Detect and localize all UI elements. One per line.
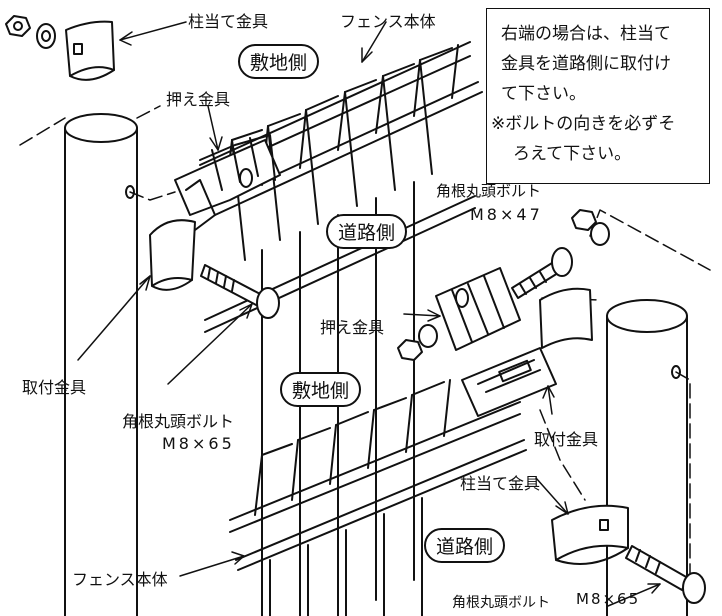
- label-fence-body-top: フェンス本体: [340, 12, 436, 31]
- note-line: ※ボルトの向きを必ずそ: [491, 114, 676, 134]
- mid-mounting-fitting: [461, 287, 593, 417]
- left-post: [64, 113, 138, 616]
- upper-bracket: [149, 134, 281, 291]
- label-fence-body-bottom: フェンス本体: [72, 570, 168, 589]
- right-post: [606, 299, 688, 616]
- label-site-side-top: 敷地側: [238, 44, 320, 79]
- note-line: 右端の場合は、柱当て: [501, 24, 671, 44]
- instruction-note: 右端の場合は、柱当て 金具を道路側に取付け て下さい。 ※ボルトの向きを必ずそ …: [486, 8, 710, 184]
- label-holding-fitting-mid: 押え金具: [320, 318, 385, 337]
- bottom-bolt-65: [625, 545, 706, 604]
- leader-arrows: [77, 21, 661, 607]
- top-post-cap-fitting: [65, 20, 115, 81]
- label-road-side-bottom: 道路側: [424, 528, 506, 563]
- label-bolt-65-bottom: 角根丸頭ボルト: [452, 595, 550, 611]
- label-bolt-65-left: 角根丸頭ボルト: [122, 412, 235, 431]
- label-bolt-47-size: M8×47: [470, 205, 543, 224]
- label-post-cap-fitting-top: 柱当て金具: [188, 12, 269, 31]
- label-bolt-65-left-size: M8×65: [162, 434, 235, 453]
- mid-holding-fitting: [397, 267, 521, 361]
- label-bolt-47: 角根丸頭ボルト: [436, 182, 542, 200]
- label-site-side-bottom: 敷地側: [280, 372, 362, 407]
- label-bolt-65-bottom-size: M8×65: [576, 590, 641, 608]
- left-bolt-65: [200, 264, 280, 319]
- label-holding-fitting-left: 押え金具: [166, 90, 231, 109]
- label-mounting-fitting-right: 取付金具: [534, 430, 599, 449]
- note-line: ろえて下さい。: [513, 144, 632, 164]
- top-left-nut-washer: [5, 15, 56, 49]
- note-line: て下さい。: [501, 84, 586, 104]
- note-line: 金具を道路側に取付け: [501, 54, 671, 74]
- mid-bolt-47: [511, 209, 610, 299]
- label-post-cap-fitting-bottom: 柱当て金具: [460, 474, 541, 493]
- label-road-side-mid: 道路側: [326, 214, 408, 249]
- bottom-post-cap-fitting: [551, 504, 629, 565]
- label-mounting-fitting-left: 取付金具: [22, 378, 87, 397]
- lower-fence-mesh: [229, 379, 527, 616]
